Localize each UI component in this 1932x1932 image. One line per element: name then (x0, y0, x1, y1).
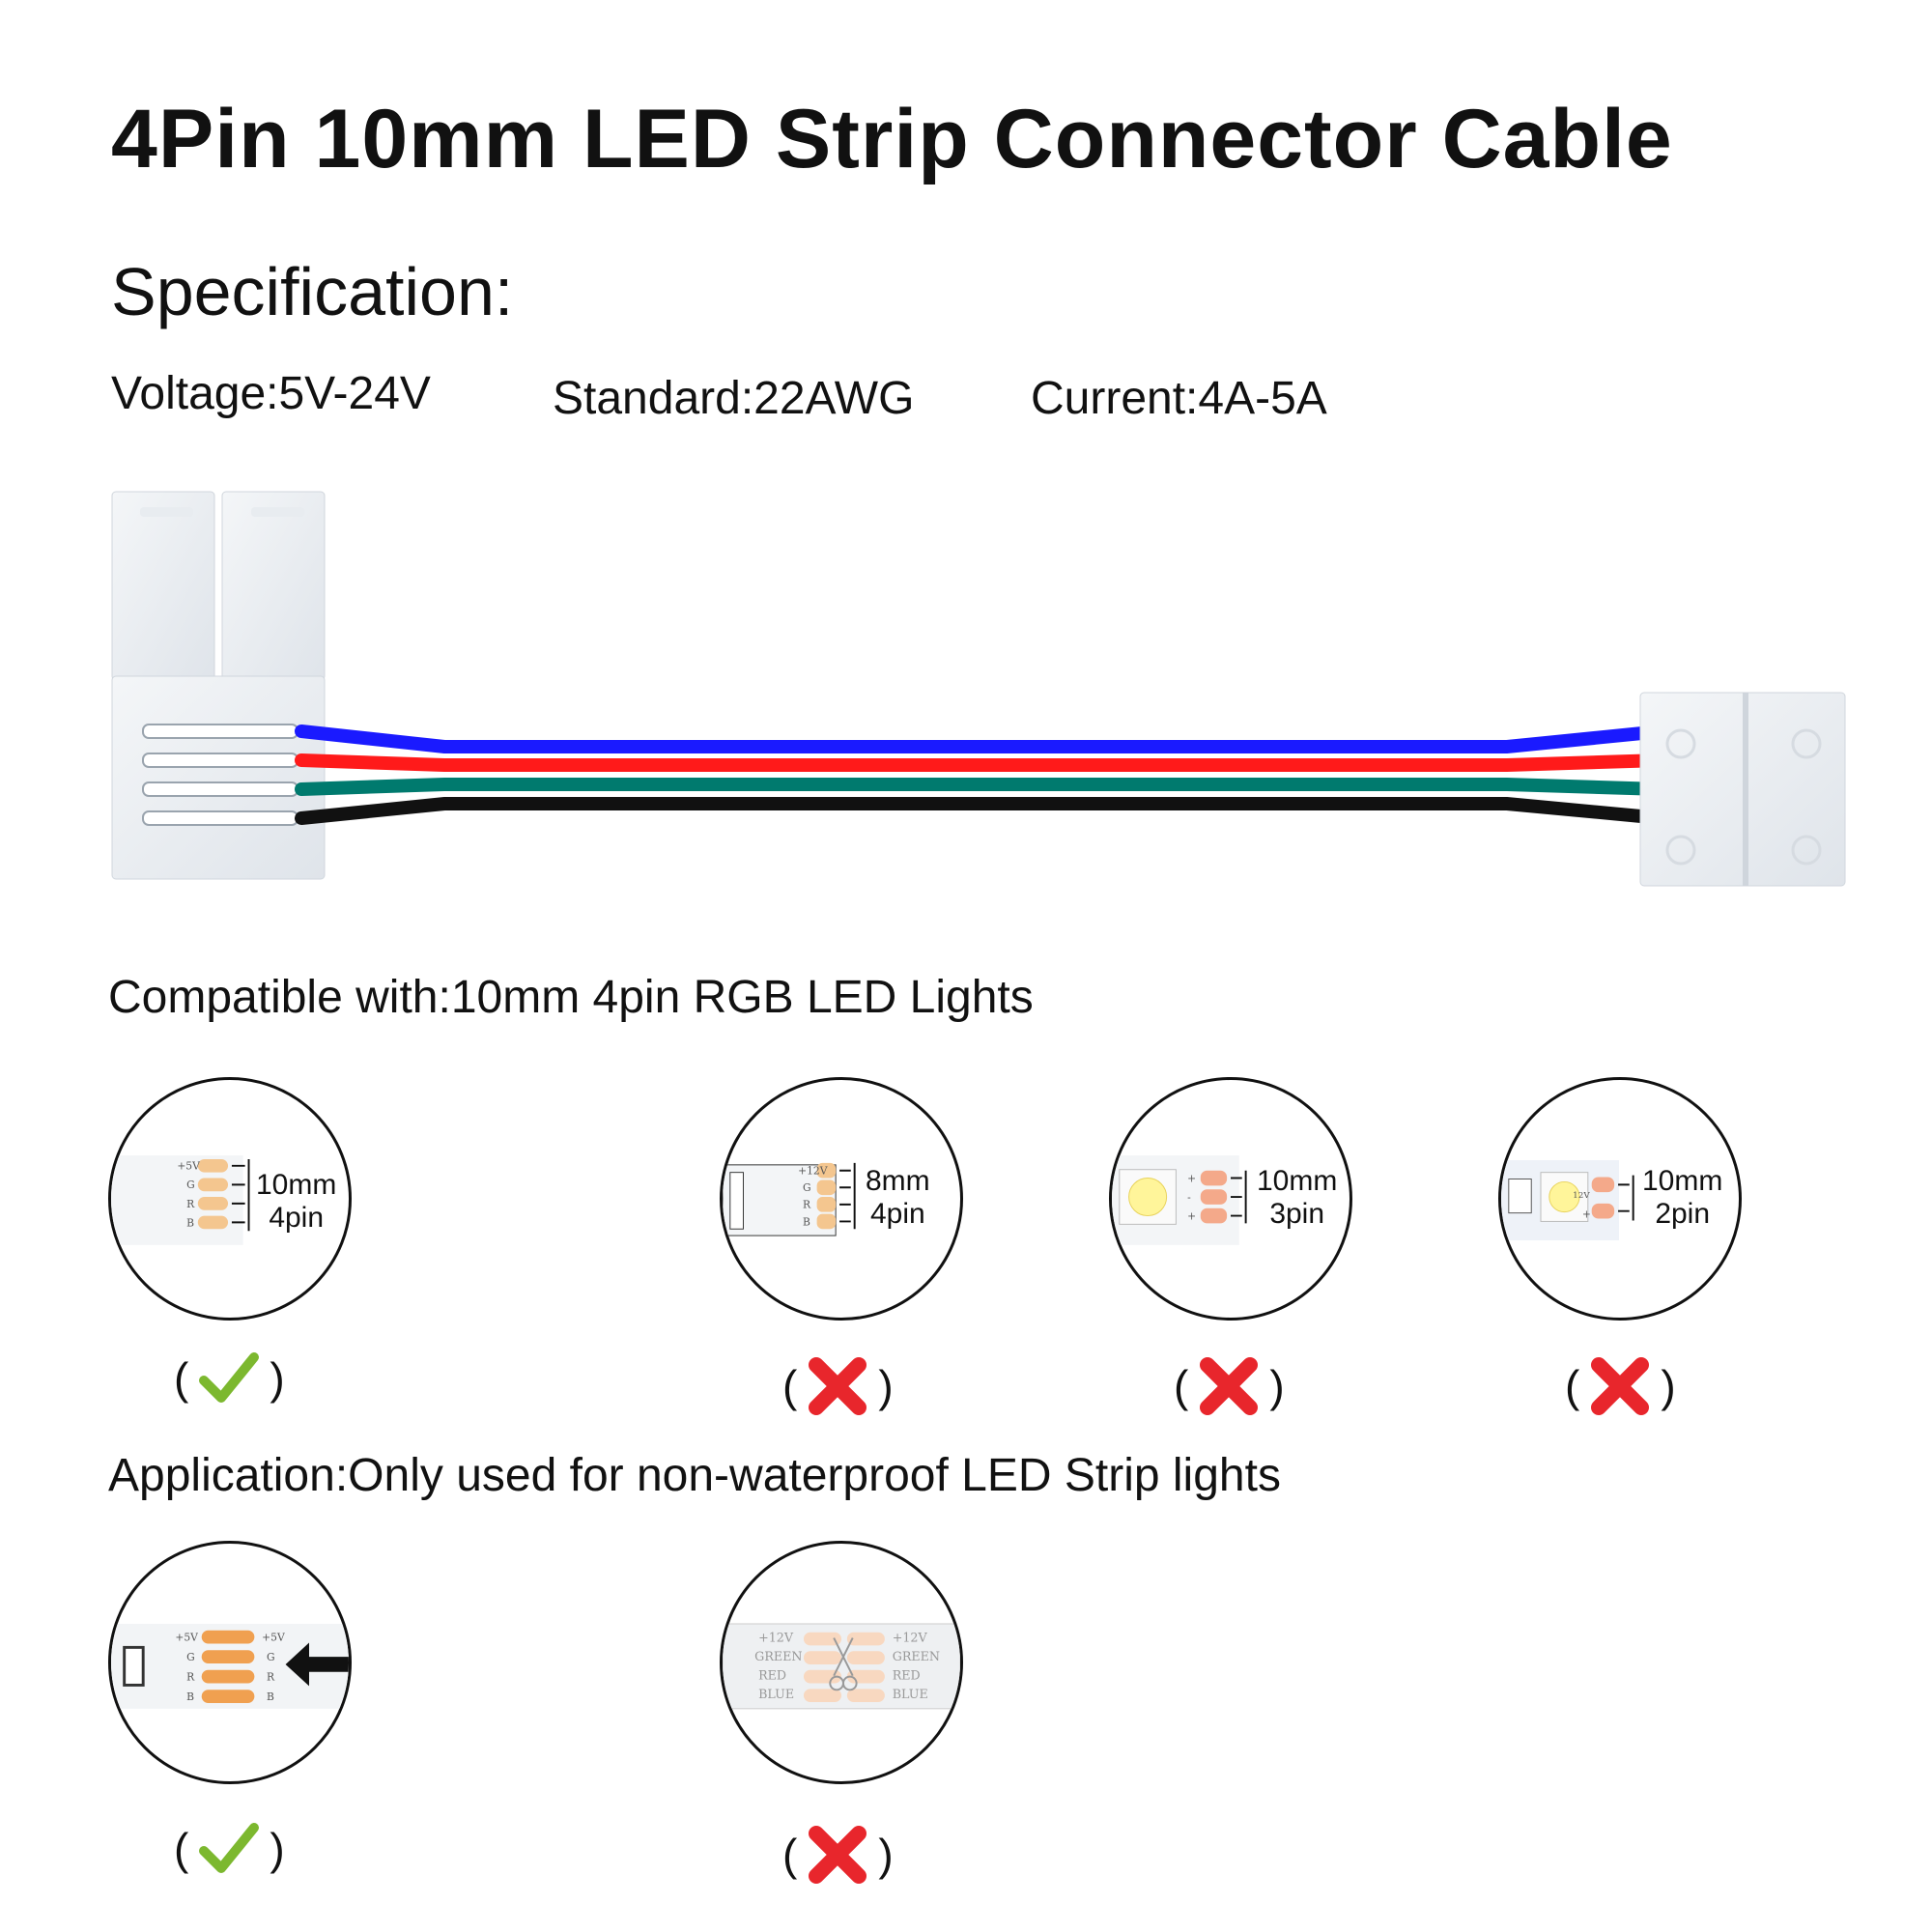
svg-text:+12V: +12V (758, 1631, 794, 1645)
status-application-2: ( ) (782, 1824, 894, 1886)
led-strip-8mm-icon: +12V G R B (723, 1162, 856, 1236)
non-waterproof-strip-icon: +5V G R B +5V G R B (111, 1623, 349, 1709)
svg-text:GREEN: GREEN (893, 1649, 940, 1663)
waterproof-strip-icon: +12V GREEN RED BLUE +12V GREEN RED BLUE (723, 1623, 960, 1710)
scissors-icon (829, 1637, 858, 1691)
svg-text:+5V: +5V (177, 1160, 200, 1173)
application-item-waterproof: +12V GREEN RED BLUE +12V GREEN RED BLUE (720, 1541, 963, 1784)
svg-text:+5V: +5V (262, 1632, 285, 1644)
cross-icon (809, 1826, 867, 1884)
cross-icon (1200, 1357, 1259, 1415)
cross-icon (809, 1357, 867, 1415)
wire-black (295, 797, 1668, 825)
svg-text:B: B (186, 1216, 194, 1229)
cross-icon (1591, 1357, 1650, 1415)
svg-text:R: R (803, 1199, 811, 1211)
spec-current: Current:4A-5A (1031, 373, 1327, 424)
status-compatible-2: ( ) (782, 1355, 894, 1417)
svg-text:+5V: +5V (175, 1632, 198, 1644)
svg-text:G: G (267, 1651, 275, 1663)
svg-text:RED: RED (893, 1668, 921, 1683)
svg-text:+: + (1187, 1209, 1196, 1222)
left-connector-clip (111, 491, 326, 880)
svg-text:+: + (1187, 1172, 1196, 1184)
svg-text:B: B (267, 1690, 274, 1703)
arrow-left-icon (285, 1642, 349, 1687)
svg-text:GREEN: GREEN (754, 1649, 802, 1663)
check-icon (199, 1352, 260, 1403)
svg-text:R: R (186, 1671, 195, 1684)
svg-text:G: G (186, 1179, 195, 1191)
status-compatible-4: ( ) (1565, 1355, 1676, 1417)
status-compatible-3: ( ) (1174, 1355, 1285, 1417)
page-title: 4Pin 10mm LED Strip Connector Cable (111, 93, 1673, 185)
led-strip-4pin-icon: +5V G R B (111, 1155, 250, 1245)
svg-text:BLUE: BLUE (893, 1687, 928, 1701)
svg-text:-: - (1187, 1191, 1191, 1204)
svg-text:+: + (1582, 1208, 1591, 1221)
led-strip-3pin-icon: + - + (1112, 1155, 1247, 1245)
led-strip-2pin-icon: 12V + (1501, 1159, 1634, 1240)
status-application-1: ( ) (174, 1818, 285, 1880)
svg-text:RED: RED (758, 1668, 786, 1683)
svg-text:B: B (803, 1215, 810, 1228)
svg-text:BLUE: BLUE (758, 1687, 794, 1701)
svg-text:R: R (186, 1198, 195, 1210)
svg-text:G: G (803, 1181, 811, 1194)
connector-cable-illustration (111, 491, 1846, 887)
wire-blue (295, 724, 1668, 753)
right-connector (1639, 692, 1846, 887)
svg-text:+12V: +12V (798, 1165, 828, 1178)
specification-heading: Specification: (111, 254, 514, 329)
svg-text:B: B (186, 1690, 194, 1703)
svg-text:R: R (267, 1671, 275, 1684)
wire-red (295, 753, 1668, 772)
svg-text:G: G (186, 1651, 195, 1663)
svg-text:+12V: +12V (893, 1631, 928, 1645)
status-compatible-1: ( ) (174, 1348, 285, 1409)
check-icon (199, 1823, 260, 1873)
compatible-label: Compatible with:10mm 4pin RGB LED Lights (108, 972, 1034, 1023)
application-item-non-waterproof: +5V G R B +5V G R B (108, 1541, 352, 1784)
wire-green (295, 778, 1668, 796)
spec-standard: Standard:22AWG (553, 373, 915, 424)
svg-text:12V: 12V (1573, 1191, 1590, 1201)
spec-voltage: Voltage:5V-24V (111, 368, 431, 419)
wires (295, 724, 1668, 825)
application-label: Application:Only used for non-waterproof… (108, 1450, 1281, 1501)
